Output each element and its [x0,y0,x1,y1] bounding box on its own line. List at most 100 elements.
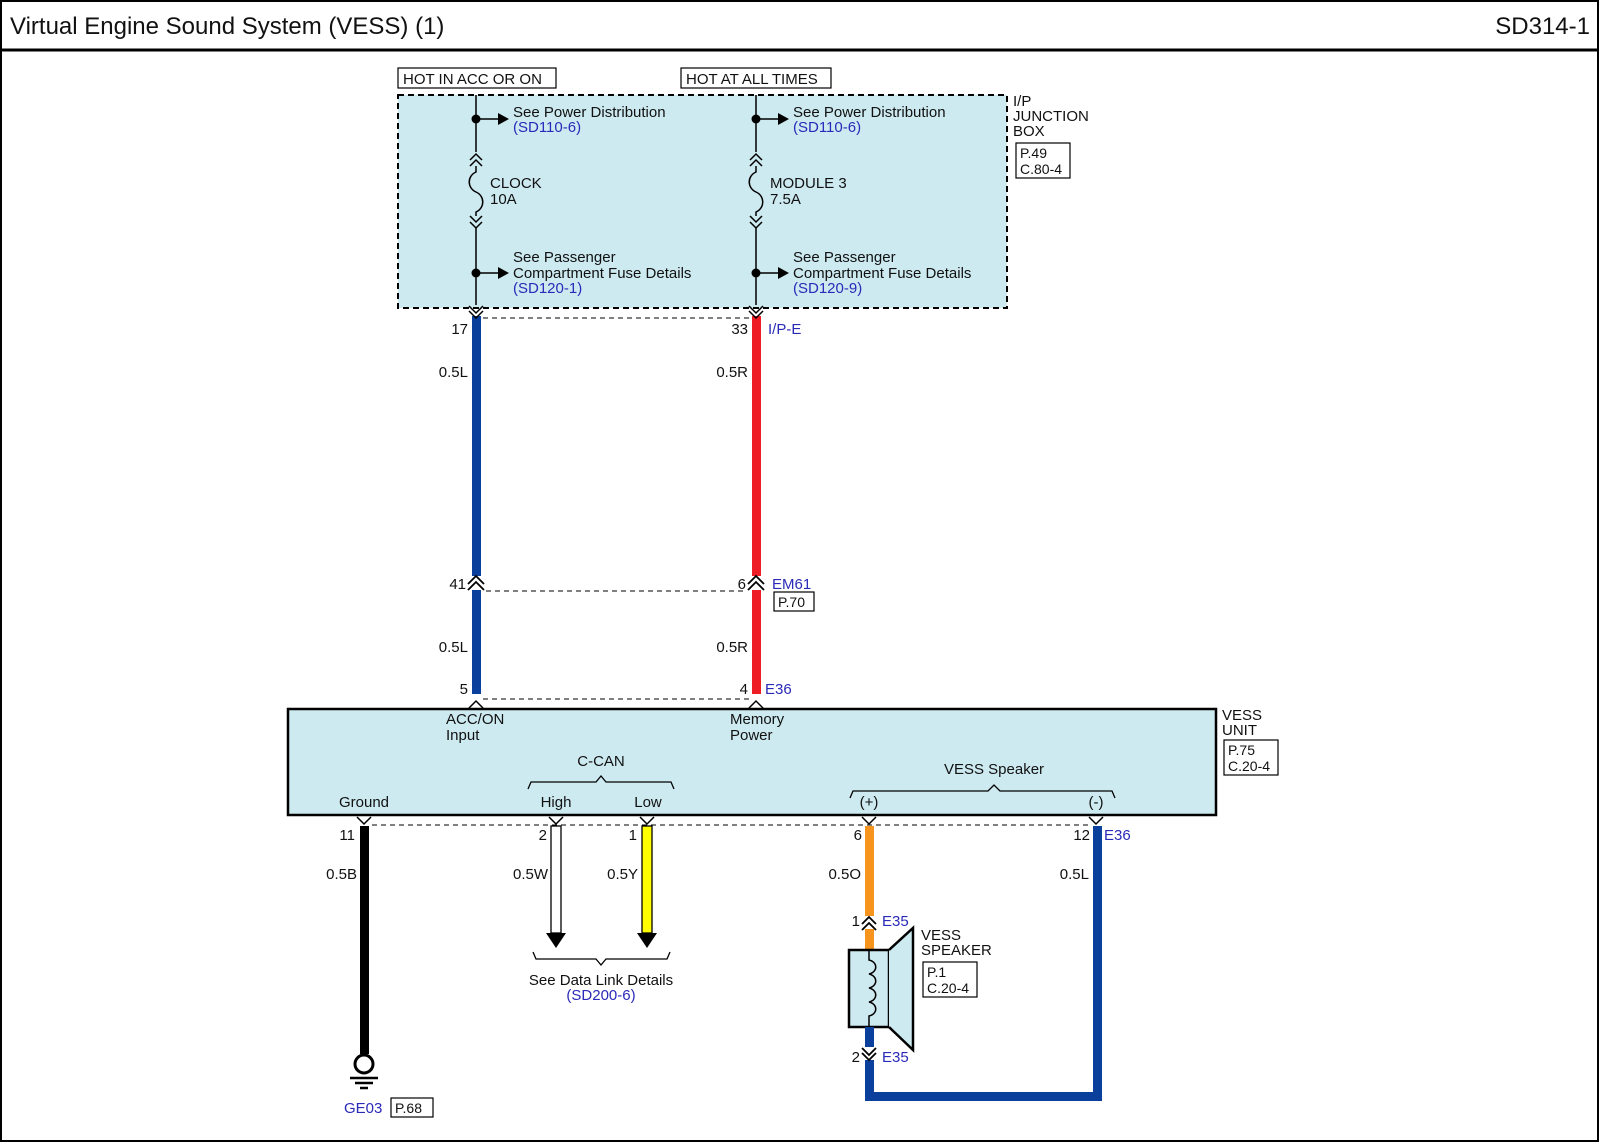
junction-box: I/P JUNCTION BOX P.49 C.80-4 HOT IN ACC … [397,67,1089,309]
wire-yellow-low [641,825,653,934]
see-power-right: See Power Distribution [793,104,946,121]
splice-dot [751,114,761,124]
pin-label: 2 [539,827,547,844]
ccan-label: C-CAN [577,753,625,770]
connector-name: EM61 [772,576,811,593]
connector-name: E36 [765,681,792,698]
page-title: Virtual Engine Sound System (VESS) (1) [10,13,444,40]
hot-label-box-left [397,67,557,89]
wire-label: 0.5L [1060,866,1089,883]
data-link-label: See Data Link Details [529,972,673,989]
pin-label: 1 [852,913,860,930]
wire-label: 0.5W [513,866,549,883]
speaker-ref: C.20-4 [927,980,969,996]
acc-on-input-label: Input [446,727,480,744]
wire-red-middle [752,590,761,694]
arrow-icon [498,113,509,125]
junction-box-label: BOX [1013,123,1045,140]
wire-label: 0.5O [828,866,861,883]
vess-unit-label: VESS [1222,707,1262,724]
wire-orange-plus [865,826,874,918]
connector-e35-bottom: 2 E35 [852,1047,909,1066]
splice-dot [471,114,481,124]
see-passenger-right: See Passenger [793,249,896,266]
connector-name: E35 [882,1049,909,1066]
speaker-ref-box [922,961,978,998]
ccan-brace [527,774,675,790]
pin-name-minus: (-) [1089,794,1104,811]
ground-point-name: GE03 [344,1100,382,1117]
connector-e36-bottom: 11 2 1 6 12 E36 [339,816,1131,844]
vess-unit-label: UNIT [1222,722,1257,739]
connector-em61: 41 6 EM61 P.70 [449,574,815,612]
wire-label: 0.5B [326,866,357,883]
connector-name: E36 [1104,827,1131,844]
connector-e36-top: 5 4 E36 [460,681,792,709]
pin-name-high: High [541,794,572,811]
hot-label-left: HOT IN ACC OR ON [403,71,542,88]
fuse-name-right: MODULE 3 [770,175,847,192]
connector-name: E35 [882,913,909,930]
wire-label: 0.5L [439,639,468,656]
see-passenger-ref-right: (SD120-9) [793,280,862,297]
junction-box-label: JUNCTION [1013,108,1089,125]
pin-label: 1 [629,827,637,844]
speaker-label: SPEAKER [921,942,992,959]
junction-box-ref-box [1015,142,1071,179]
wire-blue-minus [1093,826,1102,1101]
wire-label: 0.5R [716,364,748,381]
wire-red-upper [752,316,761,581]
data-link-brace [532,951,671,967]
vess-unit-ref-box [1223,739,1279,776]
arrow-icon [498,267,509,279]
ground-symbol-icon [350,1053,378,1090]
arrow-down-icon [546,933,566,948]
connector-ipe: 17 33 I/P-E [451,305,801,338]
pin-name-plus: (+) [860,794,879,811]
wire-label: 0.5L [439,364,468,381]
see-power-left: See Power Distribution [513,104,666,121]
see-passenger-right: Compartment Fuse Details [793,265,971,282]
arrow-down-icon [637,933,657,948]
acc-on-input-label: ACC/ON [446,711,504,728]
speaker-ref: P.1 [927,964,946,980]
ground-point-ref: P.68 [395,1100,422,1116]
memory-power-label: Power [730,727,773,744]
data-link-ref: (SD200-6) [566,987,635,1004]
junction-box-ref: C.80-4 [1020,161,1062,177]
junction-box-ref: P.49 [1020,145,1047,161]
pin-name-low: Low [634,794,662,811]
wire-white-high [550,825,562,934]
pin-label: 6 [854,827,862,844]
ground-point-ref-box [390,1097,434,1118]
see-power-ref-right: (SD110-6) [793,119,861,136]
wire-label: 0.5R [716,639,748,656]
pin-label: 5 [460,681,468,698]
splice-dot [751,268,761,278]
see-power-ref-left: (SD110-6) [513,119,581,136]
pin-label: 33 [731,321,748,338]
vess-unit: VESS UNIT P.75 C.20-4 ACC/ON Input Memor… [286,707,1279,817]
arrow-icon [778,267,789,279]
memory-power-label: Memory [730,711,785,728]
see-passenger-ref-left: (SD120-1) [513,280,582,297]
speaker-label: VESS [921,927,961,944]
vess-speaker-brace [849,784,1116,799]
speaker-icon [847,925,915,1053]
wire-blue-upper [472,316,481,581]
wire-label: 0.5Y [607,866,638,883]
connector-ref: P.70 [778,594,805,610]
connector-name: I/P-E [768,321,801,338]
wire-blue-speaker-return [865,1059,874,1101]
wire-blue-bottom-run [865,1092,1102,1101]
splice-dot [471,268,481,278]
fuse-name-left: CLOCK [490,175,542,192]
see-passenger-left: See Passenger [513,249,616,266]
pin-label: 6 [738,576,746,593]
pin-label: 12 [1073,827,1090,844]
pin-label: 17 [451,321,468,338]
junction-box-label: I/P [1013,93,1031,110]
vess-unit-ref: P.75 [1228,742,1255,758]
